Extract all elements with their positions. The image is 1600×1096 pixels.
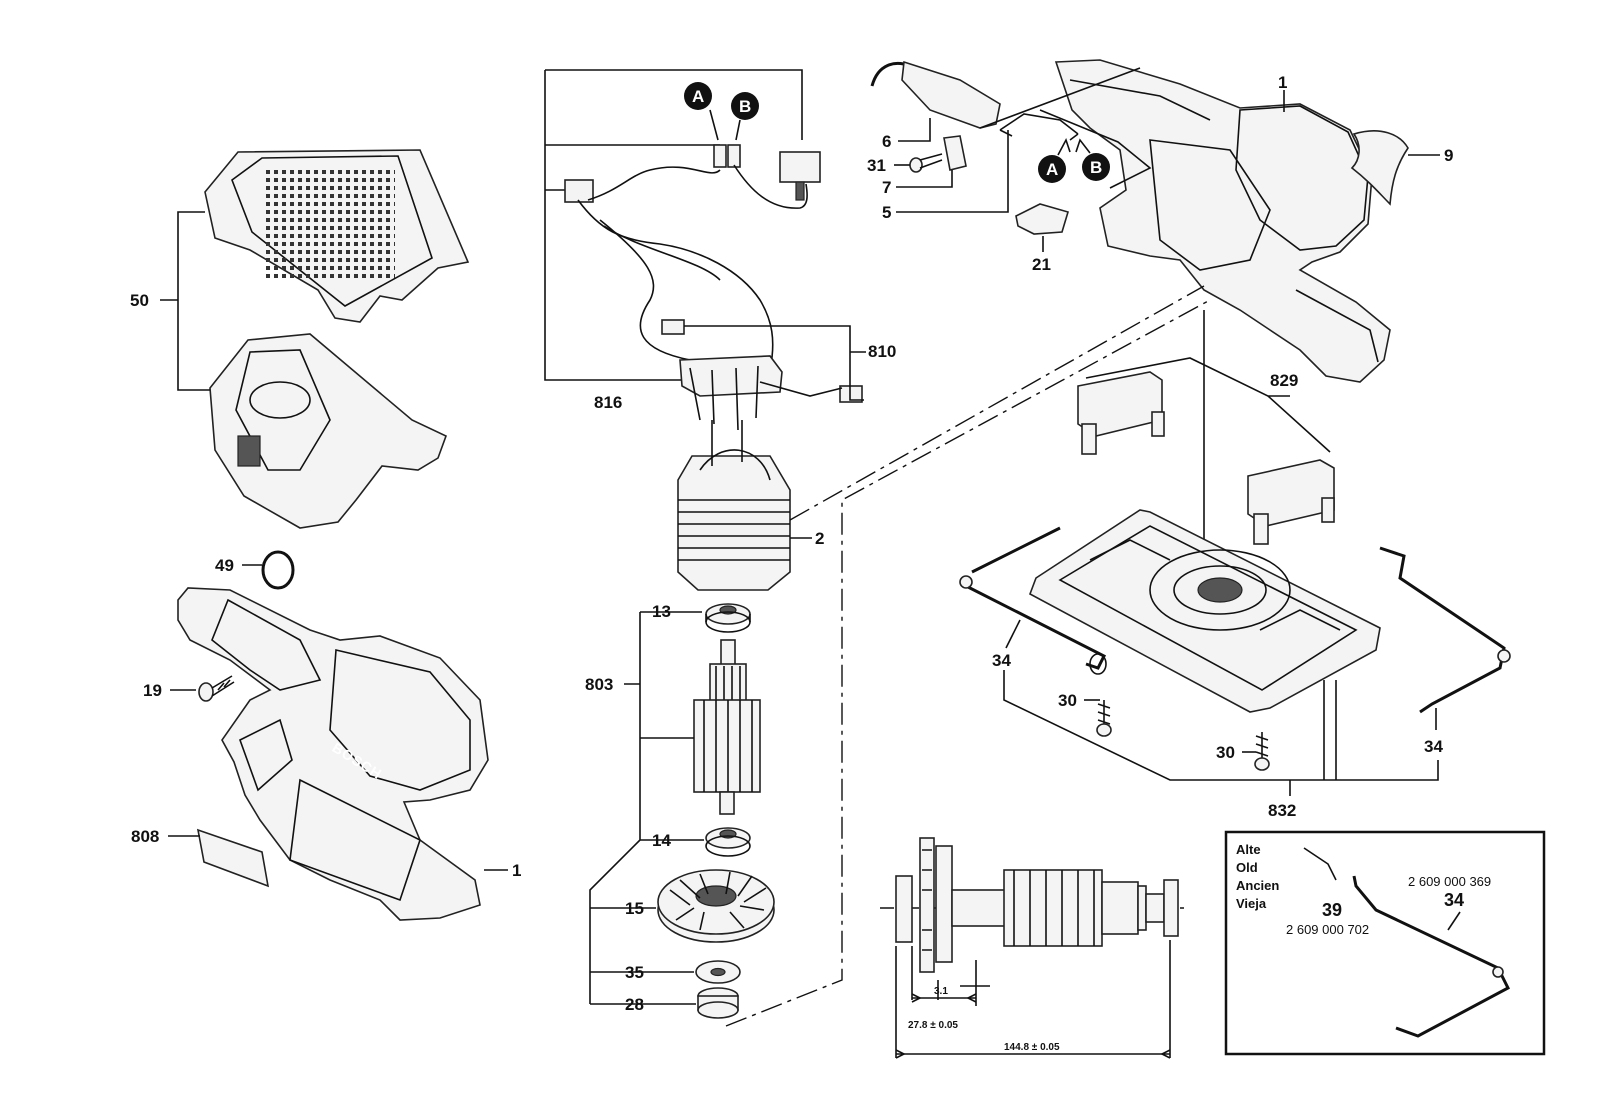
cable-6 [870,60,1001,129]
wiring-harness [564,144,863,431]
label-803: 803 [585,675,613,694]
label-30-left: 30 [1058,691,1077,710]
leader-50 [160,211,210,391]
legend-line-ancien: Ancien [1236,878,1279,893]
label-6: 6 [882,132,891,151]
dust-box-container [209,333,448,529]
bearing-13 [705,603,751,633]
badge-b2-text: B [1090,158,1102,177]
label-832: 832 [1268,801,1296,820]
screw-30-left [1096,700,1112,737]
label-34-left: 34 [992,651,1011,670]
label-28: 28 [625,995,644,1014]
label-7: 7 [882,178,891,197]
base-plate [1029,509,1381,713]
legend-old-part-code: 2 609 000 702 [1286,922,1369,937]
label-35: 35 [625,963,644,982]
wire-clamp-34-left [959,526,1107,675]
assembly-axis-line-1 [789,285,1205,521]
connector-badge-a-2: A [1038,155,1066,183]
dust-box-cover [204,149,470,323]
leader-829 [1085,357,1331,453]
label-21: 21 [1032,255,1051,274]
label-plate-808 [196,828,270,888]
label-829: 829 [1270,371,1298,390]
label-5: 5 [882,203,891,222]
legend-new-part-number: 34 [1444,890,1464,910]
switch-21 [1015,203,1069,235]
fan-15 [657,869,775,943]
dimension-144-8: 144.8 ± 0.05 [1004,1042,1060,1053]
armature-dimension-drawing [880,837,1184,1059]
label-2: 2 [815,529,824,548]
dimension-3-1: 3.1 [934,986,948,997]
bracket-816 [544,69,803,381]
cover-9 [1350,130,1409,206]
cable-clamp-7 [943,135,967,171]
label-19: 19 [143,681,162,700]
armature-rotor [693,639,761,815]
housing-assembly: BOSCH [177,587,489,921]
label-1-bottom: 1 [512,861,521,880]
screw-19 [198,675,235,702]
legend-line-old: Old [1236,860,1258,875]
field-stator-2 [677,420,791,591]
dimension-27-8: 27.8 ± 0.05 [908,1020,958,1031]
washer-35 [695,960,741,984]
badge-a-text: A [692,87,704,106]
label-50: 50 [130,291,149,310]
old-part-39-shape [1303,847,1337,881]
label-808: 808 [131,827,159,846]
switch-slider-5 [999,113,1079,141]
clamp-block-829-right [1247,459,1335,545]
legend-line-vieja: Vieja [1236,896,1267,911]
o-ring-49 [261,550,295,590]
housing-shell-1 [1054,59,1391,383]
label-34-right: 34 [1424,737,1443,756]
leader-6 [898,118,931,142]
label-31: 31 [867,156,886,175]
bracket-803 [589,611,704,1005]
label-15: 15 [625,899,644,918]
legend-old-part-number: 39 [1322,900,1342,920]
leader-5 [896,130,1009,213]
connector-badge-b: B [731,92,759,120]
connector-badge-b-2: B [1082,153,1110,181]
leader-810 [684,325,866,401]
connector-badge-a: A [684,82,712,110]
wire-clamp-34-right [1379,546,1511,714]
legend-new-part-code: 2 609 000 369 [1408,874,1491,889]
bearing-14 [705,827,751,857]
screw-31 [909,153,943,173]
leader-7 [896,170,953,188]
label-49: 49 [215,556,234,575]
label-810: 810 [868,342,896,361]
label-30-right: 30 [1216,743,1235,762]
leader-34-left [1005,619,1021,649]
label-13: 13 [652,602,671,621]
legend-box [1224,830,1546,1056]
legend-line-alte: Alte [1236,842,1261,857]
bracket-832 [1003,670,1439,796]
label-9: 9 [1444,146,1453,165]
label-816: 816 [594,393,622,412]
screw-30-right [1254,732,1270,771]
badge-b-text: B [739,97,751,116]
label-1-top: 1 [1278,73,1287,92]
clamp-block-829-left [1077,371,1165,455]
badge-a2-text: A [1046,160,1058,179]
bushing-28 [697,987,739,1019]
label-14: 14 [652,831,671,850]
assembly-axis-line-2 [725,299,1211,1027]
